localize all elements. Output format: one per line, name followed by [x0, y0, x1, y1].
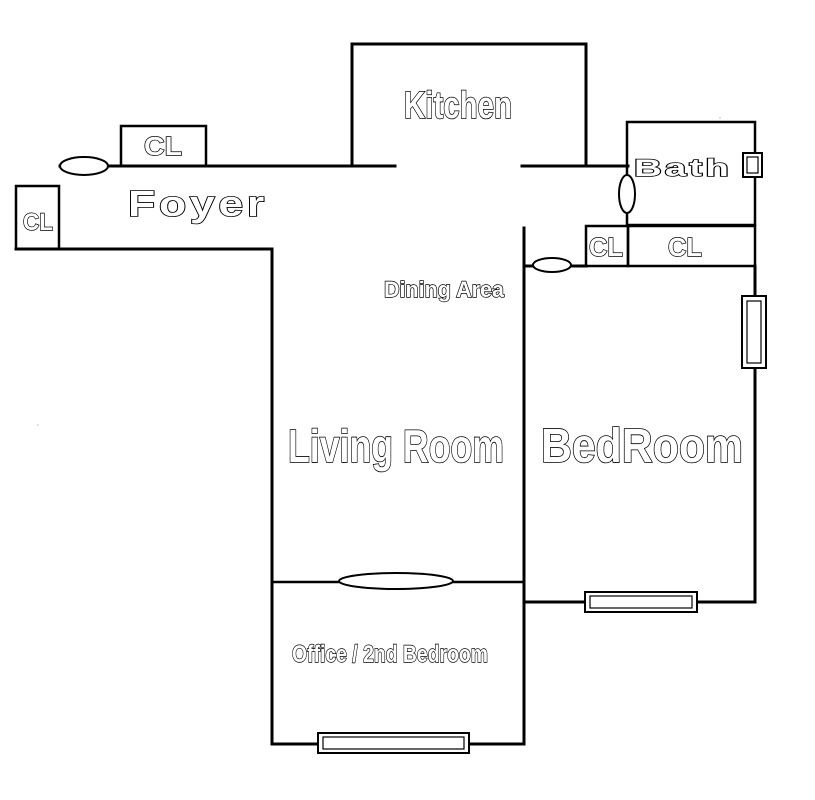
bedroom-side-window	[741, 295, 767, 369]
kitchen-walls	[350, 42, 588, 167]
corridor-walls	[14, 164, 630, 251]
bath-label: Bath	[634, 155, 732, 182]
office-window	[317, 732, 470, 754]
foyer-left-closet-label: CL	[23, 209, 53, 236]
foyer-top-closet-label: CL	[144, 131, 182, 161]
foyer-left-closet	[14, 184, 61, 251]
bath-closet-large-label: CL	[668, 232, 702, 262]
bath-closet-large	[626, 224, 757, 268]
bedroom-bottom-window	[584, 591, 698, 613]
office-label: Office / 2nd Bedroom	[292, 641, 488, 668]
bath-window	[742, 152, 763, 178]
bedroom-label: BedRoom	[541, 420, 743, 473]
foyer-label: Foyer	[128, 183, 268, 224]
bath-closet-small-label: CL	[589, 232, 623, 262]
living-room-label: Living Room	[288, 420, 504, 472]
foyer-top-closet	[119, 124, 208, 168]
dining-area-label: Dining Area	[384, 277, 505, 302]
scan-speck	[719, 117, 721, 119]
kitchen-label: Kitchen	[404, 85, 512, 127]
office-door	[338, 572, 454, 590]
bedroom-door	[532, 257, 572, 273]
foyer-door	[59, 156, 109, 176]
scan-speck	[37, 424, 39, 426]
bath-door	[618, 174, 636, 214]
